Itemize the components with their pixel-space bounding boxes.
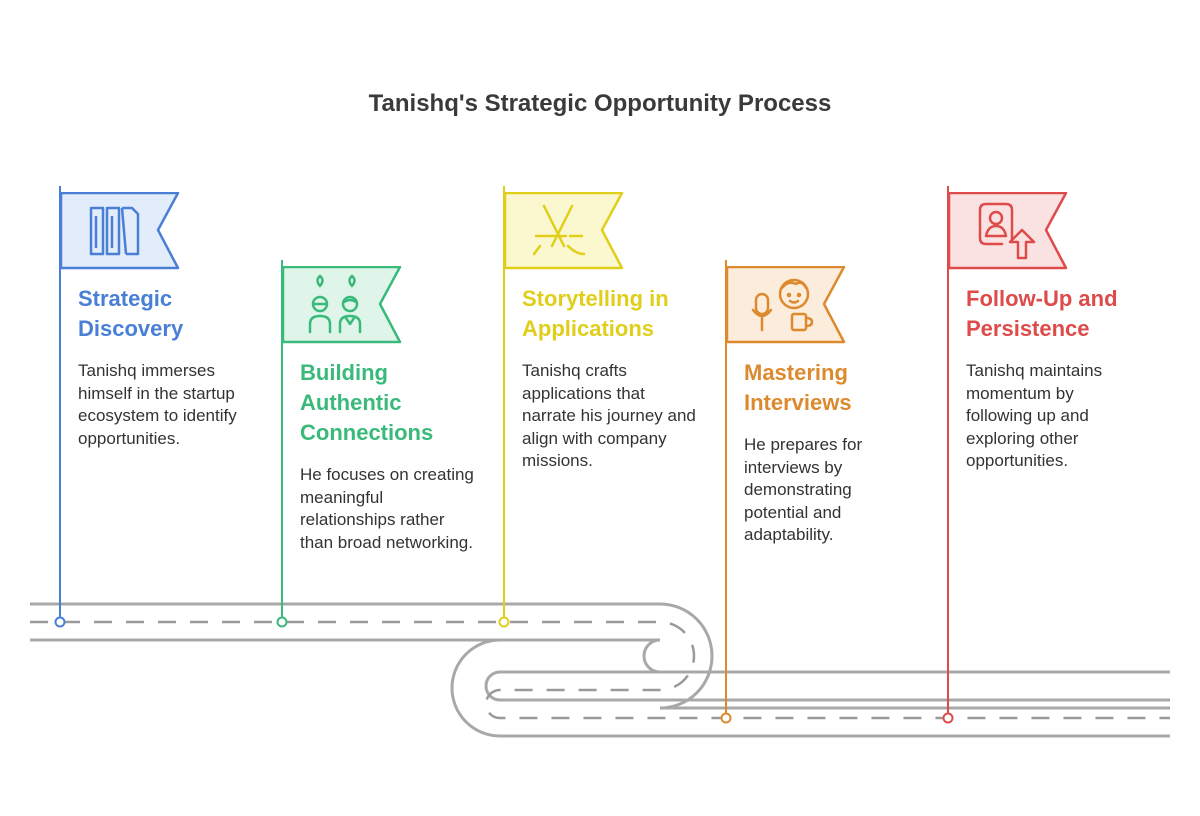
heading-mastering-interviews: Mastering Interviews: [744, 360, 852, 415]
flag-mastering-interviews: [726, 266, 846, 344]
description-storytelling-in-applications: Tanishq crafts applications that narrate…: [522, 361, 696, 470]
pole-strategic-discovery: [59, 186, 61, 622]
flag-building-authentic-connections: [282, 266, 402, 344]
description-follow-up-and-persistence: Tanishq maintains momentum by following …: [966, 361, 1103, 470]
node-storytelling-in-applications: [498, 616, 510, 628]
profile-upload-icon: [978, 202, 1036, 260]
books-library-icon: [89, 206, 140, 256]
app-store-icon: [532, 204, 586, 256]
pole-mastering-interviews: [725, 260, 727, 718]
description-strategic-discovery: Tanishq immerses himself in the startup …: [78, 361, 237, 448]
road-lower-outer: [450, 638, 1170, 738]
description-mastering-interviews: He prepares for interviews by demonstrat…: [744, 435, 863, 544]
two-people-connection-icon: [308, 274, 362, 334]
road-centre-dashes: [30, 620, 1170, 720]
flag-follow-up-and-persistence: [948, 192, 1068, 270]
heading-storytelling-in-applications: Storytelling in Applications: [522, 286, 669, 341]
flag-strategic-discovery: [60, 192, 180, 270]
road-bottom-edge-lower: [30, 640, 1170, 736]
flag-storytelling-in-applications: [504, 192, 624, 270]
heading-building-authentic-connections: Building Authentic Connections: [300, 360, 434, 445]
node-mastering-interviews: [720, 712, 732, 724]
heading-follow-up-and-persistence: Follow-Up and Persistence: [966, 286, 1118, 341]
road-lower-inner: [484, 670, 1170, 702]
interview-person-microphone-icon: [751, 278, 814, 332]
diagram-title: Tanishq's Strategic Opportunity Process: [368, 90, 832, 117]
heading-strategic-discovery: Strategic Discovery: [78, 286, 184, 341]
pole-storytelling-in-applications: [503, 186, 505, 622]
node-building-authentic-connections: [276, 616, 288, 628]
node-strategic-discovery: [54, 616, 66, 628]
pole-follow-up-and-persistence: [947, 186, 949, 718]
pole-building-authentic-connections: [281, 260, 283, 622]
description-building-authentic-connections: He focuses on creating meaningful relati…: [300, 465, 474, 552]
node-follow-up-and-persistence: [942, 712, 954, 724]
road-inner-edge: [30, 638, 1170, 674]
road-outer-edge: [30, 602, 1170, 710]
